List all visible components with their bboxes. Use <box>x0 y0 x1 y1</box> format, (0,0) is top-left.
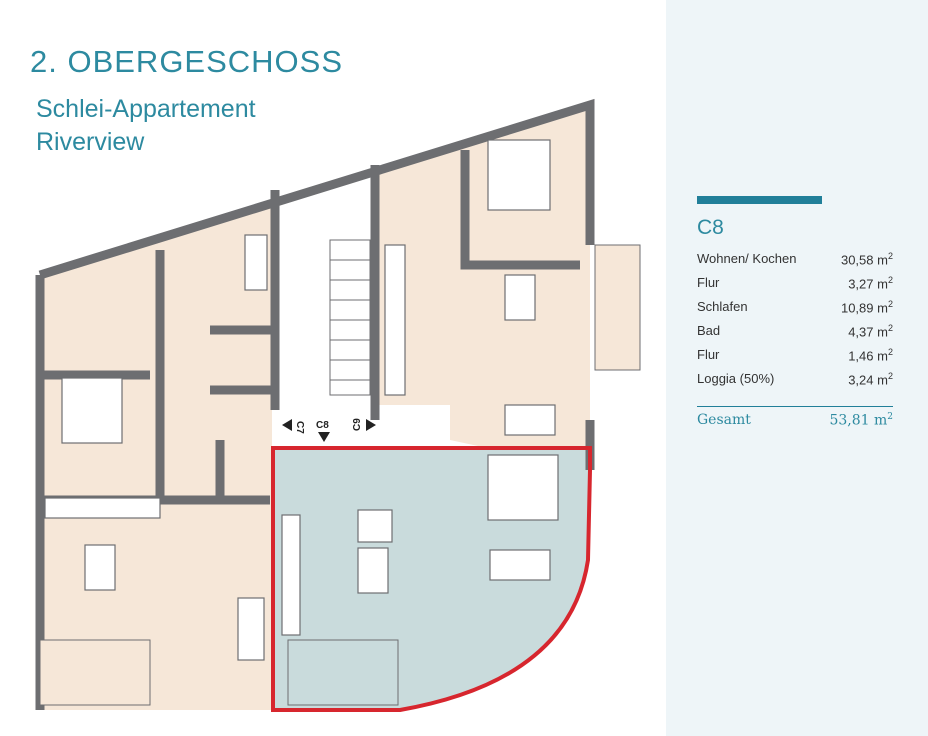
unit-id: C8 <box>697 216 724 239</box>
arrow-right-icon <box>366 419 376 431</box>
room-row: Loggia (50%)3,24 m2 <box>697 371 893 388</box>
bed <box>487 139 551 211</box>
apartment-c8-outline <box>271 446 592 712</box>
label-c9: C9 <box>352 418 363 431</box>
sofa <box>489 549 551 581</box>
bed <box>487 454 559 521</box>
bathtub <box>244 234 268 291</box>
bed <box>61 377 123 444</box>
kitchen <box>281 514 301 636</box>
label-c7: C7 <box>294 421 305 434</box>
kitchen <box>44 497 161 519</box>
sofa <box>237 597 265 661</box>
floor-title: 2. OBERGESCHOSS <box>30 44 344 79</box>
apartment-name: Schlei-Appartement <box>36 95 256 123</box>
arrow-left-icon <box>282 419 292 431</box>
table <box>357 547 389 594</box>
loggia <box>39 244 641 706</box>
table <box>84 544 116 591</box>
label-c8: C8 <box>316 420 329 431</box>
exterior-wall <box>38 98 595 280</box>
stairs <box>329 239 371 396</box>
accent-bar <box>697 196 822 204</box>
furniture <box>44 139 559 661</box>
arrow-down-icon <box>318 432 330 442</box>
sofa <box>504 404 556 436</box>
apartment-c7-area <box>40 105 590 710</box>
divider <box>697 406 893 407</box>
floor-plan: C7 C8 C9 <box>35 98 641 712</box>
shower <box>357 509 393 543</box>
stairwell <box>275 165 375 410</box>
apartment-subname: Riverview <box>36 128 145 156</box>
table <box>504 274 536 321</box>
kitchen <box>384 244 406 396</box>
